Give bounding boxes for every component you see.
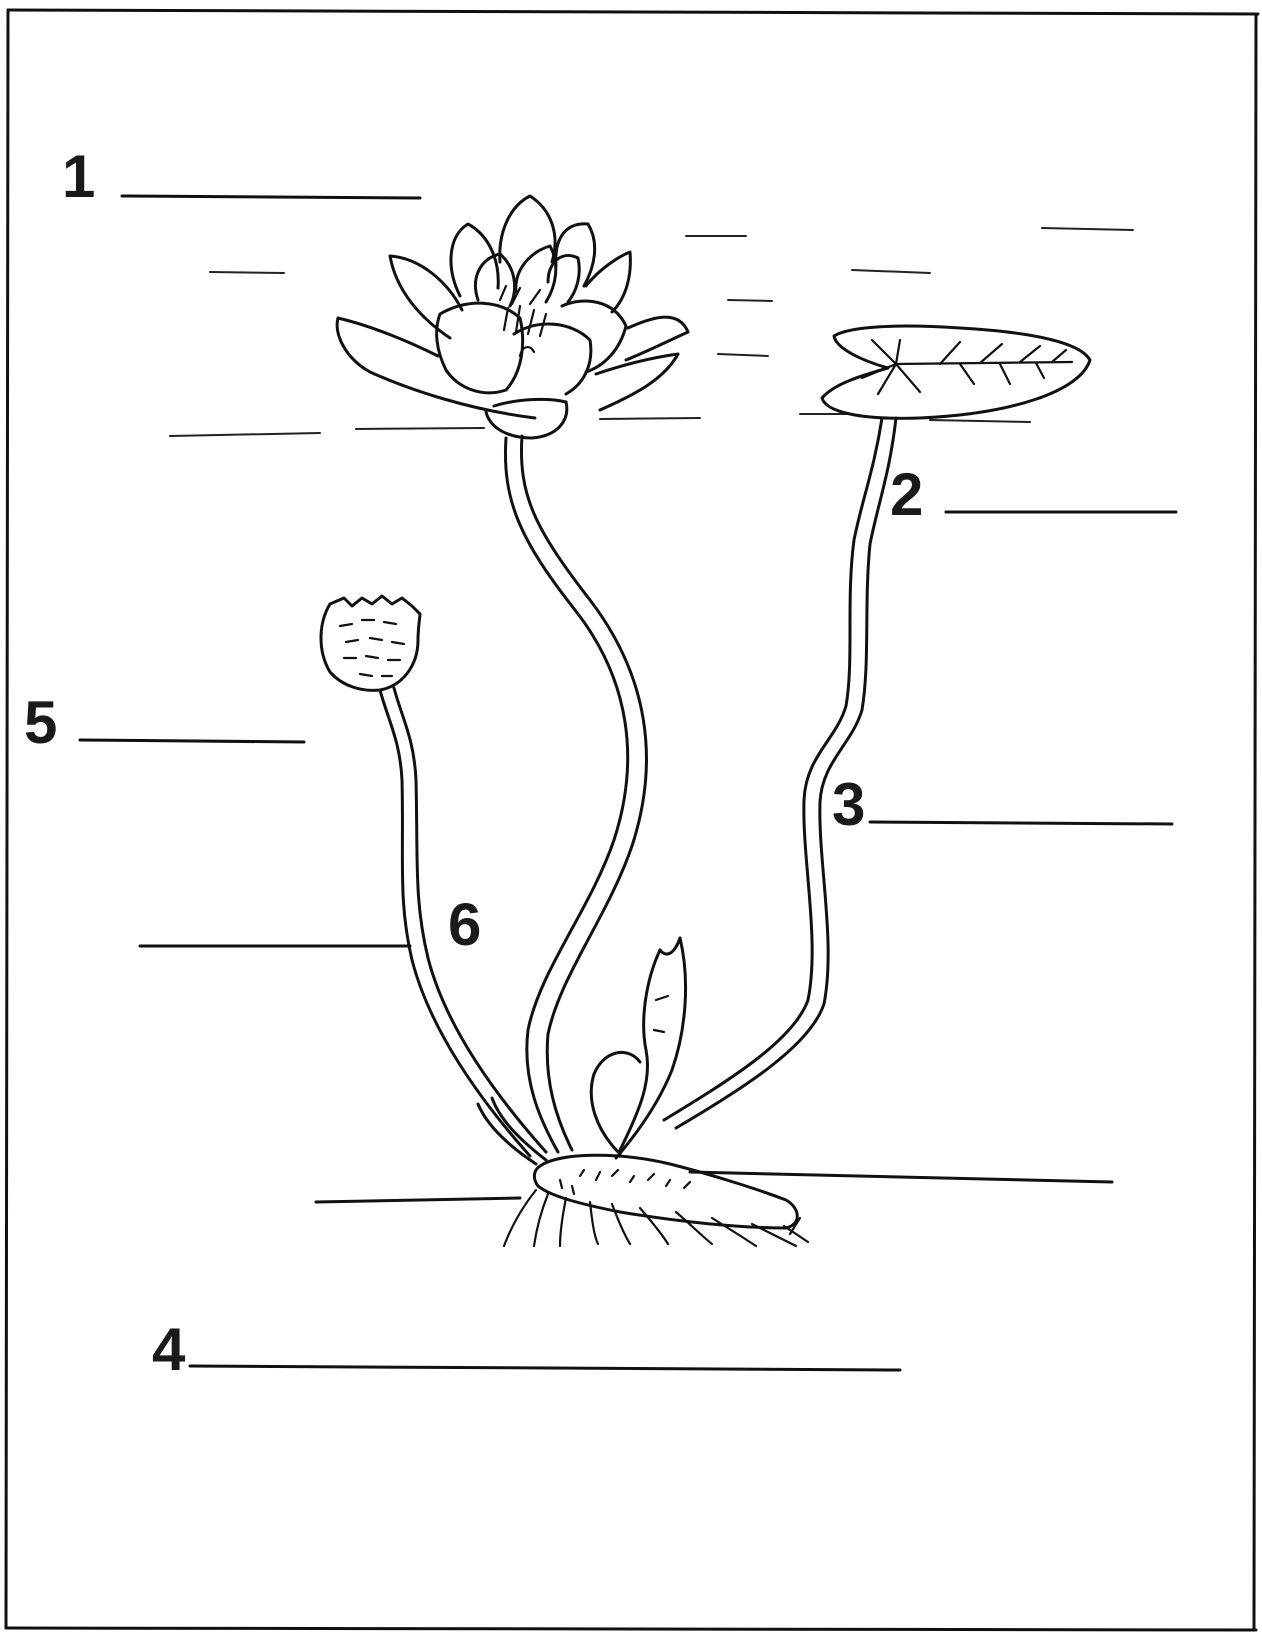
label-2: 2	[890, 461, 923, 528]
answer-lines	[80, 196, 1176, 1370]
answer-line-3	[870, 822, 1172, 824]
seed-pod	[321, 596, 420, 690]
number-labels: 1 2 3 4 5 6	[24, 143, 923, 1383]
rhizome	[534, 1155, 797, 1228]
label-1: 1	[62, 143, 95, 210]
flower	[337, 196, 688, 438]
answer-line-1	[122, 196, 420, 198]
page-border	[6, 10, 1258, 1630]
lily-pad	[822, 326, 1090, 418]
water-surface	[170, 228, 1133, 436]
answer-line-4	[190, 1366, 900, 1370]
label-5: 5	[24, 689, 57, 756]
label-3: 3	[832, 771, 865, 838]
flower-stalk	[505, 436, 646, 1152]
answer-line-5	[80, 740, 304, 742]
label-6: 6	[448, 891, 481, 958]
label-4: 4	[152, 1316, 186, 1383]
